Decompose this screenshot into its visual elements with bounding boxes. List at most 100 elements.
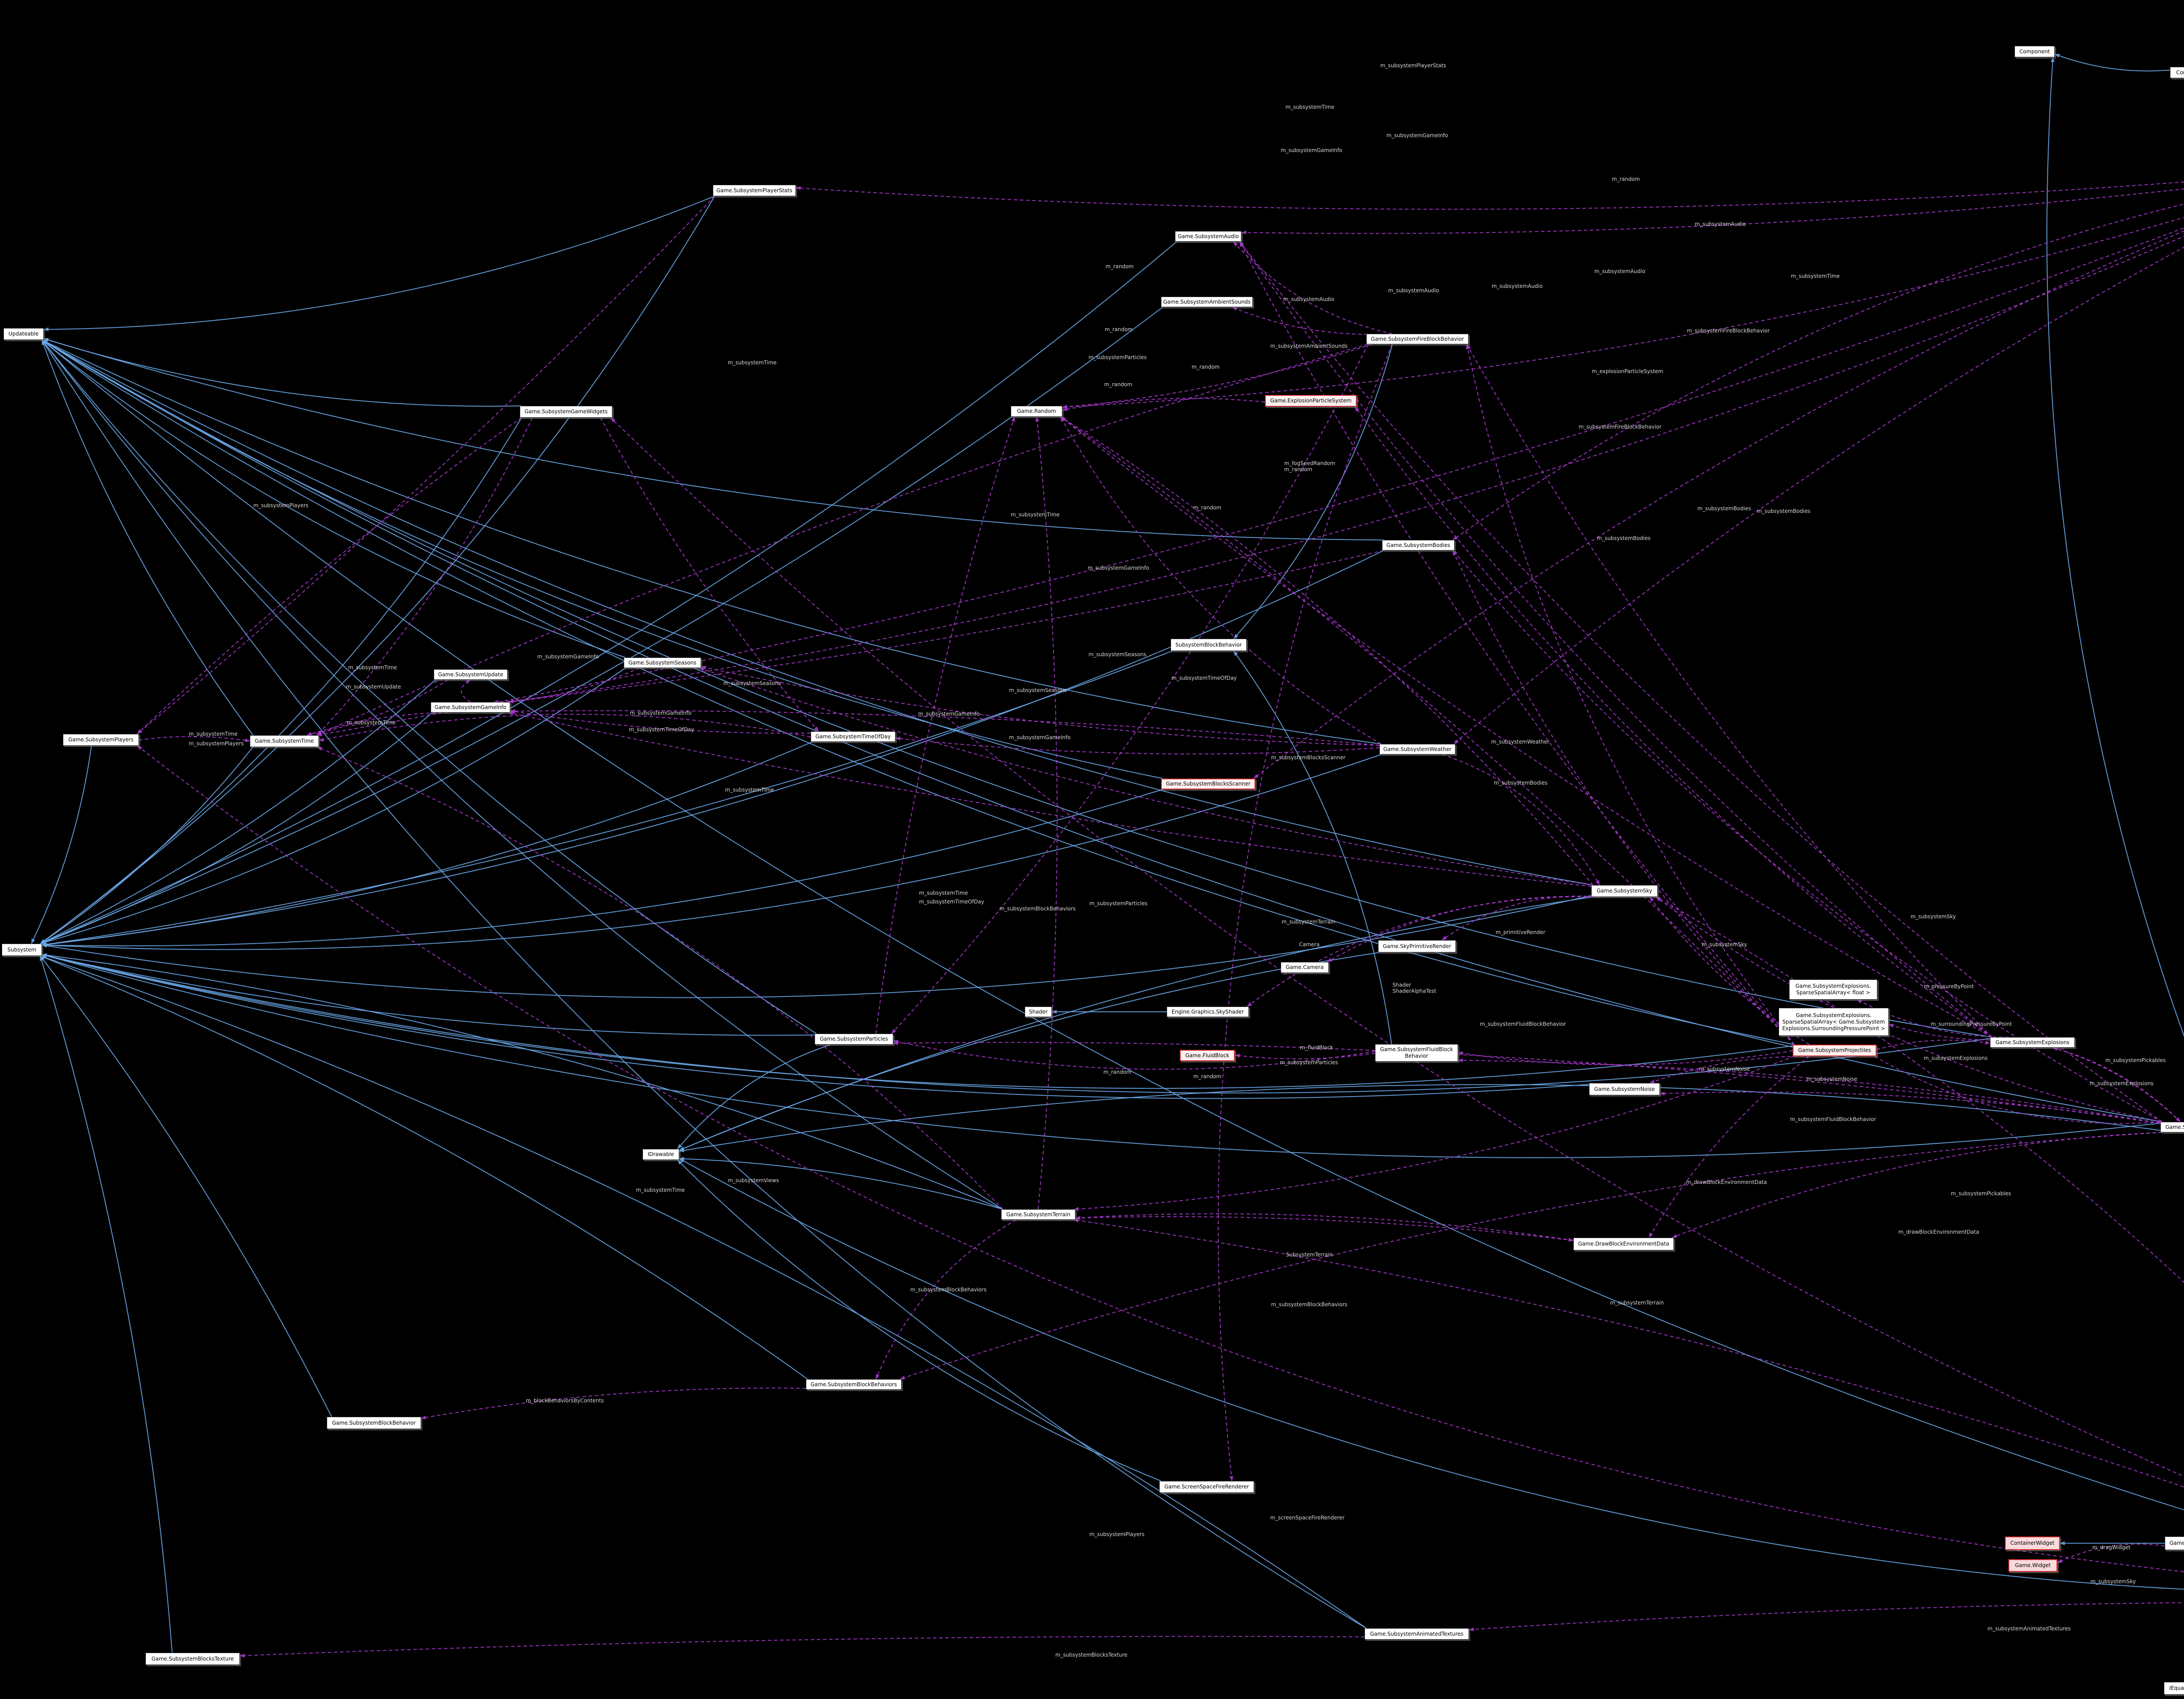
graph-node-iequatable-cellface[interactable]: IEquatable< CellFace > <box>2164 1682 2184 1695</box>
graph-node-game-subsystemblockstexture[interactable]: Game.SubsystemBlocksTexture <box>145 1653 240 1665</box>
graph-node-game-subsystemplayers[interactable]: Game.SubsystemPlayers <box>63 734 139 746</box>
graph-node-idrawable[interactable]: IDrawable <box>643 1149 679 1160</box>
graph-node-game-random[interactable]: Game.Random <box>1011 406 1062 417</box>
graph-node-subsystem[interactable]: Subsystem <box>2 944 42 956</box>
inheritance-edge <box>43 338 522 407</box>
graph-node-game-subsystemanimatedtextures[interactable]: Game.SubsystemAnimatedTextures <box>1365 1628 1469 1640</box>
usage-edge <box>893 1041 2161 1124</box>
inheritance-edge <box>41 339 2163 1122</box>
graph-node-game-subsystemblockbehavior[interactable]: Game.SubsystemBlockBehavior <box>327 1417 421 1429</box>
usage-edge <box>899 1132 2163 1380</box>
graph-node-game-subsystembodies[interactable]: Game.SubsystemBodies <box>1382 540 1455 550</box>
usage-edge <box>1062 217 2184 409</box>
graph-node-game-subsystemblockbehaviors[interactable]: Game.SubsystemBlockBehaviors <box>806 1379 902 1390</box>
graph-node-containerwidget[interactable]: ContainerWidget <box>2005 1536 2060 1550</box>
usage-edge <box>461 679 471 702</box>
graph-node-game-subsystemgamewidgets[interactable]: Game.SubsystemGameWidgets <box>520 406 612 418</box>
usage-edge <box>1075 1213 1574 1242</box>
inheritance-edge <box>41 954 815 1036</box>
usage-edge <box>1239 241 1795 1045</box>
graph-node-game-subsystemnoise[interactable]: Game.SubsystemNoise <box>1589 1083 1660 1095</box>
graph-node-componentcreature[interactable]: ComponentCreature <box>2170 67 2184 78</box>
graph-node-game-subsystemblocksscanner[interactable]: Game.SubsystemBlocksScanner <box>1161 779 1255 789</box>
graph-node-game-fluidblock[interactable]: Game.FluidBlock <box>1180 1050 1235 1061</box>
graph-node-game-explosionparticlesystem[interactable]: Game.ExplosionParticleSystem <box>1265 395 1357 407</box>
graph-node-game-subsystemprojectiles[interactable]: Game.SubsystemProjectiles <box>1793 1045 1876 1056</box>
graph-node-component[interactable]: Component <box>2015 46 2055 57</box>
graph-node-game-subsystemambientsounds[interactable]: Game.SubsystemAmbientSounds <box>1161 297 1253 307</box>
inheritance-edge <box>41 339 1382 744</box>
usage-edge <box>1465 344 1795 1045</box>
usage-edge <box>1355 406 1992 1038</box>
graph-node-game-drawblockenvironmentdata[interactable]: Game.DrawBlockEnvironmentData <box>1573 1238 1674 1250</box>
graph-node-game-camera[interactable]: Game.Camera <box>1281 962 1329 973</box>
graph-node-subsystemblockbehavior[interactable]: SubsystemBlockBehavior <box>1171 639 1247 651</box>
graph-node-game-subsystemtime[interactable]: Game.SubsystemTime <box>250 735 319 747</box>
usage-edge <box>1253 230 2184 779</box>
inheritance-edge <box>679 952 1380 1151</box>
inheritance-edge <box>41 741 813 947</box>
usage-edge <box>508 550 1384 704</box>
graph-node-game-subsystemexplosions[interactable]: Game.SubsystemExplosions. SparseSpatialA… <box>1789 979 1877 1000</box>
graph-node-game-subsystemparticles[interactable]: Game.SubsystemParticles <box>815 1034 893 1045</box>
usage-edge <box>1239 241 2163 1122</box>
usage-edge <box>699 668 1593 886</box>
graph-node-game-subsystemaudio[interactable]: Game.SubsystemAudio <box>1175 231 1241 242</box>
usage-edge <box>1876 1039 1990 1050</box>
graph-node-updateable[interactable]: Updateable <box>3 328 44 340</box>
inheritance-edge <box>31 745 92 944</box>
inheritance-edge <box>40 712 433 944</box>
graph-node-game-widget[interactable]: Game.Widget <box>2008 1559 2057 1572</box>
inheritance-edge <box>40 955 808 1380</box>
usage-edge <box>1233 241 1393 334</box>
usage-edge <box>893 1040 1375 1070</box>
graph-node-game-subsystemexplosions[interactable]: Game.SubsystemExplosions <box>1990 1037 2075 1048</box>
graph-node-shader[interactable]: Shader <box>1025 1007 1052 1017</box>
usage-edge <box>306 712 448 736</box>
usage-edge <box>1060 416 1382 744</box>
inheritance-edge <box>41 754 1382 950</box>
graph-node-game-subsystemfireblockbehavior[interactable]: Game.SubsystemFireBlockBehavior <box>1366 334 1469 344</box>
usage-edge <box>895 737 1380 754</box>
usage-edge <box>1247 896 1593 1007</box>
graph-node-game-subsystemterrain[interactable]: Game.SubsystemTerrain <box>1001 1209 1075 1220</box>
usage-edge <box>317 747 1003 1210</box>
graph-node-game-subsystemseasons[interactable]: Game.SubsystemSeasons <box>624 657 701 668</box>
graph-node-game-subsystemplayerstats[interactable]: Game.SubsystemPlayerStats <box>713 185 796 196</box>
usage-edge <box>1035 416 1058 1210</box>
usage-edge <box>2052 1047 2181 1122</box>
usage-edge <box>137 196 715 734</box>
graph-node-game-skyprimitiverender[interactable]: Game.SkyPrimitiveRender <box>1378 940 1456 952</box>
graph-node-game-subsystemtimeofday[interactable]: Game.SubsystemTimeOfDay <box>811 731 895 742</box>
graph-node-game-subsystempickables[interactable]: Game.SubsystemPickables <box>2160 1122 2184 1132</box>
graph-node-game-screenspacefirerenderer[interactable]: Game.ScreenSpaceFireRenderer <box>1159 1481 1254 1493</box>
inheritance-edge <box>679 1158 2184 1590</box>
inheritance-edge <box>679 896 1593 1151</box>
usage-edge <box>421 1388 806 1419</box>
graph-node-game-draghostwidget[interactable]: Game.DragHostWidget <box>2165 1536 2184 1550</box>
usage-edge <box>1672 1132 2163 1238</box>
graph-node-game-subsystemsky[interactable]: Game.SubsystemSky <box>1591 885 1658 897</box>
usage-edge <box>1655 896 2184 1283</box>
inheritance-edge <box>40 417 522 944</box>
usage-edge <box>1327 896 1593 962</box>
usage-edge <box>318 713 811 742</box>
graph-node-game-subsystemexplosions[interactable]: Game.SubsystemExplosions. SparseSpatialA… <box>1779 1008 1889 1036</box>
inheritance-edge <box>2054 53 2170 72</box>
usage-edge <box>1060 416 1992 1038</box>
graph-node-engine-graphics-skyshader[interactable]: Engine.Graphics.SkyShader <box>1167 1007 1249 1017</box>
graph-node-game-subsystemfluidblock[interactable]: Game.SubsystemFluidBlock Behavior <box>1375 1044 1458 1062</box>
inheritance-edge <box>41 339 254 736</box>
inheritance-edge <box>41 339 1593 886</box>
usage-edge <box>1062 344 1372 409</box>
usage-edge <box>891 344 1368 1034</box>
usage-edge <box>138 736 250 742</box>
usage-edge <box>1649 1055 1810 1083</box>
usage-edge <box>1073 1218 2184 1488</box>
graph-node-game-subsystemgameinfo[interactable]: Game.SubsystemGameInfo <box>431 702 510 713</box>
graph-node-game-subsystemupdate[interactable]: Game.SubsystemUpdate <box>434 669 508 680</box>
usage-edge <box>1062 398 1265 412</box>
usage-edge <box>1648 1056 1810 1238</box>
usage-edge <box>1458 1050 1793 1066</box>
graph-node-game-subsystemweather[interactable]: Game.SubsystemWeather <box>1379 744 1455 754</box>
